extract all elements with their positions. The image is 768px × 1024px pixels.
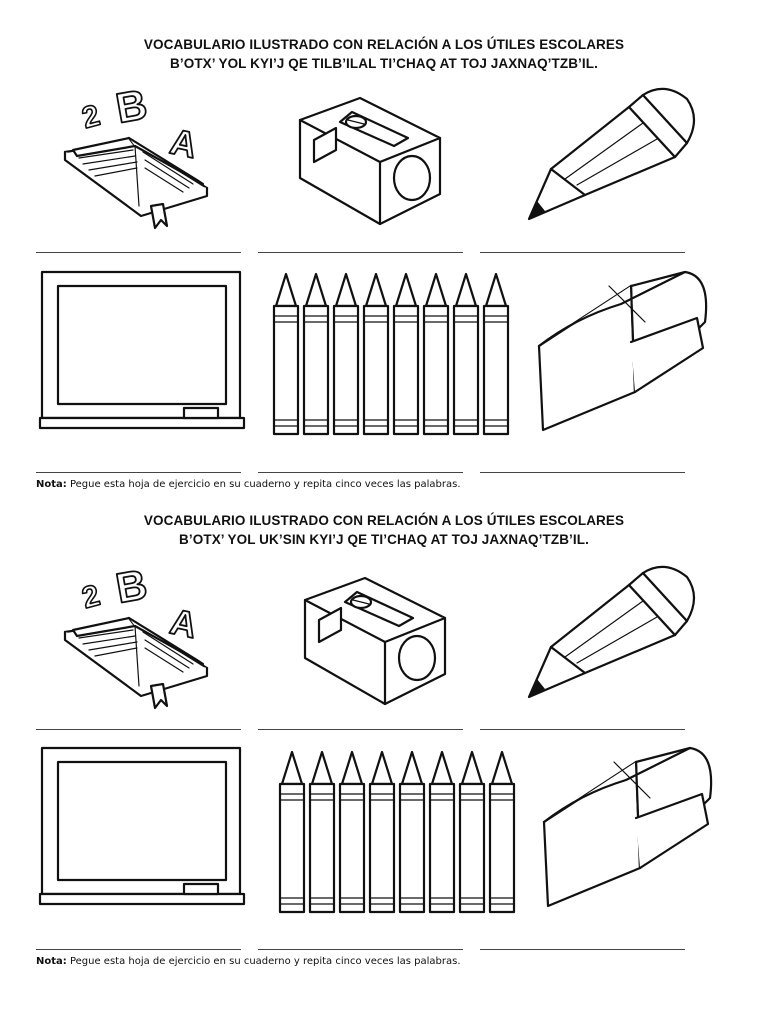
book-letter-2: 2 — [79, 99, 104, 135]
book-icon: 2 B A — [55, 79, 215, 235]
answer-line[interactable] — [36, 252, 241, 253]
book-letter-b: B — [112, 560, 150, 612]
sheet-subtitle: B’OTX’ YOL UK’SIN KYI’J QE TI’CHAQ AT TO… — [179, 532, 589, 547]
answer-line[interactable] — [258, 472, 463, 473]
pencil-icon — [525, 563, 700, 708]
note: Nota: Pegue esta hoja de ejercicio en su… — [36, 479, 461, 490]
crayons-icon — [278, 748, 523, 918]
note-label: Nota: — [36, 479, 67, 490]
answer-line[interactable] — [36, 472, 241, 473]
answer-line[interactable] — [258, 729, 463, 730]
sheet-subtitle: B’OTX’ YOL KYI’J QE TILB’ILAL TI’CHAQ AT… — [170, 56, 598, 71]
sheet-title: VOCABULARIO ILUSTRADO CON RELACIÓN A LOS… — [143, 513, 625, 528]
note: Nota: Pegue esta hoja de ejercicio en su… — [36, 956, 461, 967]
sharpener-icon — [290, 92, 450, 232]
pencil-icon — [525, 85, 700, 230]
note-text: Pegue esta hoja de ejercicio en su cuade… — [66, 956, 461, 967]
chalkboard-icon — [38, 744, 248, 909]
answer-line[interactable] — [36, 729, 241, 730]
answer-line[interactable] — [480, 472, 685, 473]
crayons-icon — [272, 270, 517, 440]
answer-line[interactable] — [480, 252, 685, 253]
answer-line[interactable] — [36, 949, 241, 950]
book-icon: 2 B A — [55, 559, 215, 715]
book-letter-a: A — [167, 121, 201, 167]
answer-line[interactable] — [258, 252, 463, 253]
answer-line[interactable] — [480, 949, 685, 950]
answer-line[interactable] — [480, 729, 685, 730]
chalkboard-icon — [38, 268, 248, 433]
book-letter-b: B — [112, 80, 150, 132]
sharpener-icon — [295, 572, 455, 712]
eraser-icon — [540, 738, 715, 910]
book-letter-2: 2 — [79, 579, 104, 615]
answer-line[interactable] — [258, 949, 463, 950]
book-letter-a: A — [167, 601, 201, 647]
sheet-title: VOCABULARIO ILUSTRADO CON RELACIÓN A LOS… — [143, 37, 625, 52]
eraser-icon — [535, 262, 710, 434]
note-text: Pegue esta hoja de ejercicio en su cuade… — [66, 479, 461, 490]
note-label: Nota: — [36, 956, 67, 967]
